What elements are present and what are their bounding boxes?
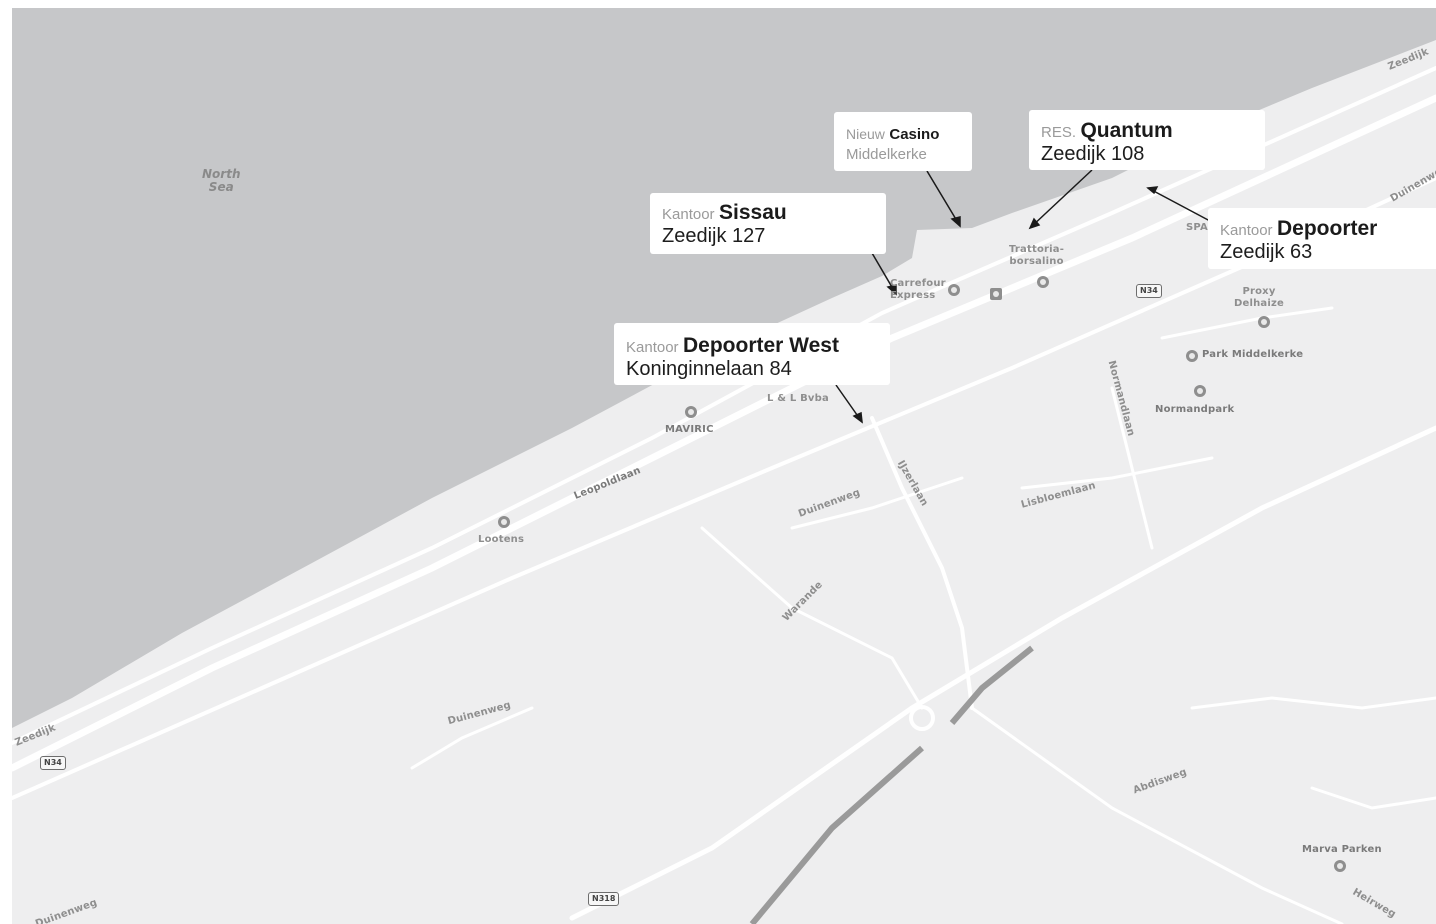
callout-quantum-name: Quantum: [1080, 119, 1173, 142]
callout-sissau-prefix: Kantoor: [662, 206, 715, 223]
callout-arrows: [835, 169, 1211, 424]
marva-icon[interactable]: [1334, 860, 1346, 872]
place-lootens[interactable]: Lootens: [478, 534, 525, 545]
callout-sissau-address: Zeedijk 127: [662, 225, 766, 247]
callout-quantum-prefix: RES.: [1041, 124, 1077, 141]
road-shield-n34-west: N34: [40, 756, 66, 770]
parking-icon[interactable]: [990, 288, 1002, 300]
callout-depoorter[interactable]: Kantoor Depoorter Zeedijk 63: [1208, 208, 1436, 269]
rail-1: [749, 745, 924, 924]
grocery-icon[interactable]: [1258, 316, 1270, 328]
road-shield-n34-east: N34: [1136, 284, 1162, 298]
callout-depoorter-address: Zeedijk 63: [1220, 241, 1313, 263]
sea-label-line1: North: [202, 167, 241, 181]
map-view[interactable]: North Sea Zeedijk Zeedijk Leopoldlaan Du…: [12, 8, 1436, 924]
place-carrefour-line1: Carrefour: [890, 278, 946, 289]
callout-casino-prefix: Nieuw: [846, 126, 885, 142]
place-park-middelkerke[interactable]: Park Middelkerke: [1202, 349, 1304, 360]
callout-sissau-name: Sissau: [719, 201, 787, 224]
sea-label-line2: Sea: [208, 180, 234, 194]
callout-quantum-address: Zeedijk 108: [1041, 143, 1145, 165]
sea-area: [12, 8, 1436, 728]
callout-depoorter-west[interactable]: Kantoor Depoorter West Koninginnelaan 84: [614, 323, 890, 385]
callout-depoorter-west-prefix: Kantoor: [626, 339, 679, 356]
place-normandpark[interactable]: Normandpark: [1155, 404, 1235, 415]
place-proxy-line1: Proxy: [1242, 286, 1276, 297]
callout-quantum[interactable]: RES. Quantum Zeedijk 108: [1029, 110, 1265, 170]
place-carrefour[interactable]: Carrefour Express: [890, 278, 946, 302]
place-marva-parken[interactable]: Marva Parken: [1302, 844, 1382, 855]
lootens-icon[interactable]: [498, 516, 510, 528]
place-trattoria[interactable]: Trattoria- borsalino: [1009, 244, 1064, 268]
callout-casino-address: Middelkerke: [846, 146, 927, 163]
place-lbvba[interactable]: L & L Bvba: [767, 393, 829, 404]
place-carrefour-line2: Express: [890, 290, 936, 301]
place-maviric[interactable]: MAVIRIC: [665, 424, 714, 435]
roads: [12, 66, 1436, 924]
place-proxy-line2: Delhaize: [1234, 298, 1285, 309]
place-trattoria-line2: borsalino: [1009, 256, 1064, 267]
callout-casino-name: Casino: [889, 126, 940, 143]
rail-2: [949, 645, 1034, 725]
maviric-icon[interactable]: [685, 406, 697, 418]
restaurant-icon[interactable]: [1037, 276, 1049, 288]
callout-depoorter-name: Depoorter: [1277, 217, 1378, 240]
place-proxy[interactable]: Proxy Delhaize: [1234, 286, 1284, 310]
road-shield-n318: N318: [588, 892, 620, 906]
callout-depoorter-west-address: Koninginnelaan 84: [626, 358, 792, 380]
callout-depoorter-prefix: Kantoor: [1220, 222, 1273, 239]
normandpark-icon[interactable]: [1194, 385, 1206, 397]
place-spa[interactable]: SPA: [1186, 222, 1208, 233]
callout-sissau[interactable]: Kantoor Sissau Zeedijk 127: [650, 193, 886, 254]
sea-label: North Sea: [202, 168, 240, 194]
park-icon[interactable]: [1186, 350, 1198, 362]
shop-icon[interactable]: [948, 284, 960, 296]
callout-depoorter-west-name: Depoorter West: [683, 334, 839, 357]
place-trattoria-line1: Trattoria-: [1009, 244, 1065, 255]
callout-casino[interactable]: Nieuw Casino Middelkerke: [834, 112, 972, 171]
